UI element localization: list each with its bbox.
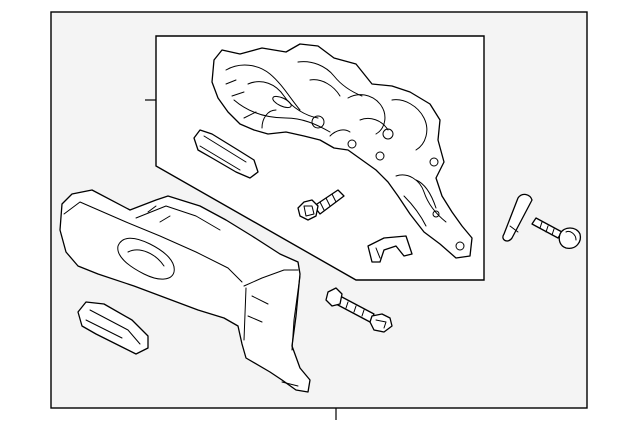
stopper-pin — [502, 193, 533, 242]
hex-bolt — [297, 189, 345, 221]
slide-stopper — [193, 129, 259, 179]
glove-box-door — [59, 189, 311, 393]
damper-bolt — [531, 217, 582, 249]
mounting-bracket — [367, 235, 413, 263]
glove-box-housing — [211, 43, 473, 259]
door-latch-handle — [77, 301, 149, 355]
door-bolt — [325, 287, 393, 333]
